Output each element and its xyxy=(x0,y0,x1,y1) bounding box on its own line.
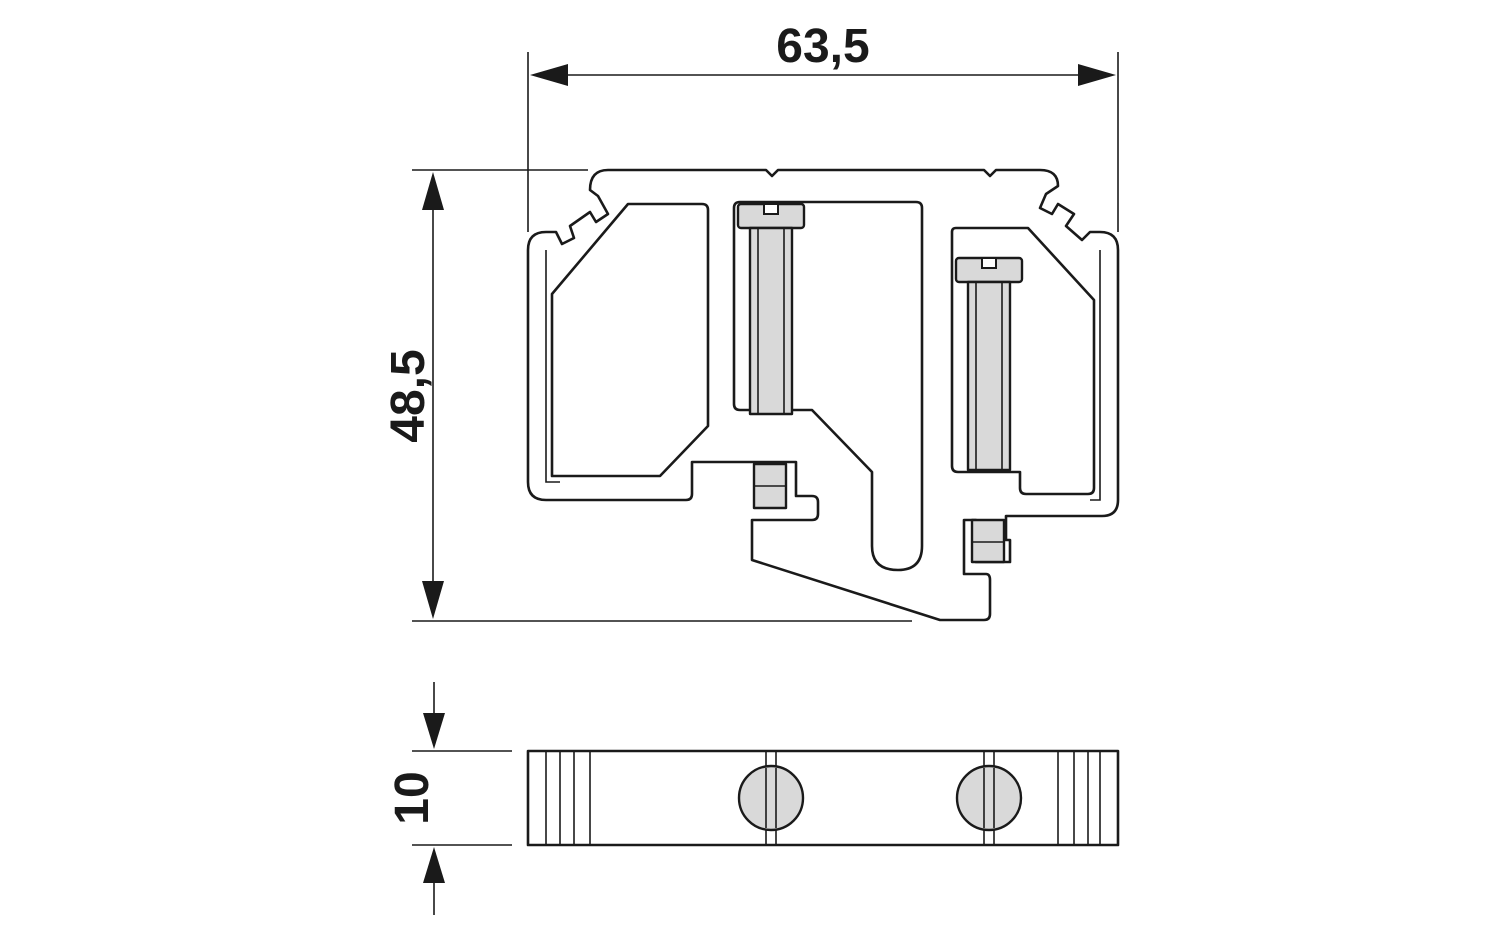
width-arrow-left xyxy=(530,64,568,86)
depth-arrow-bottom xyxy=(423,847,445,883)
center-wire-chamber xyxy=(732,200,924,572)
housing-inner-edge-left xyxy=(545,250,560,483)
height-label: 48,5 xyxy=(382,349,435,442)
right-screw-shank xyxy=(966,280,1012,472)
terminal-block-top-view xyxy=(526,749,1120,847)
right-clamp-nut xyxy=(970,518,1006,564)
housing-inner-edge-right xyxy=(1090,250,1101,501)
width-dimension: 63,5 xyxy=(527,20,1119,232)
depth-arrow-top xyxy=(423,713,445,749)
center-screw xyxy=(736,202,806,510)
center-screw-shank xyxy=(748,226,794,416)
top-view-screw-left xyxy=(737,764,805,832)
depth-label: 10 xyxy=(386,771,439,824)
terminal-block-front-view xyxy=(526,168,1120,622)
width-arrow-right xyxy=(1078,64,1116,86)
height-arrow-bottom xyxy=(422,581,444,619)
top-view-outline xyxy=(526,749,1120,847)
right-screw xyxy=(954,256,1024,564)
depth-dimension: 10 xyxy=(386,682,512,915)
housing-outline xyxy=(526,168,1120,622)
right-screw-slot xyxy=(981,257,997,269)
width-label: 63,5 xyxy=(776,20,869,73)
height-arrow-top xyxy=(422,172,444,210)
center-screw-slot xyxy=(763,203,779,215)
top-view-screw-right xyxy=(955,764,1023,832)
right-wire-chamber xyxy=(950,226,1096,496)
left-wire-chamber xyxy=(550,202,710,478)
height-dimension: 48,5 xyxy=(382,169,912,622)
